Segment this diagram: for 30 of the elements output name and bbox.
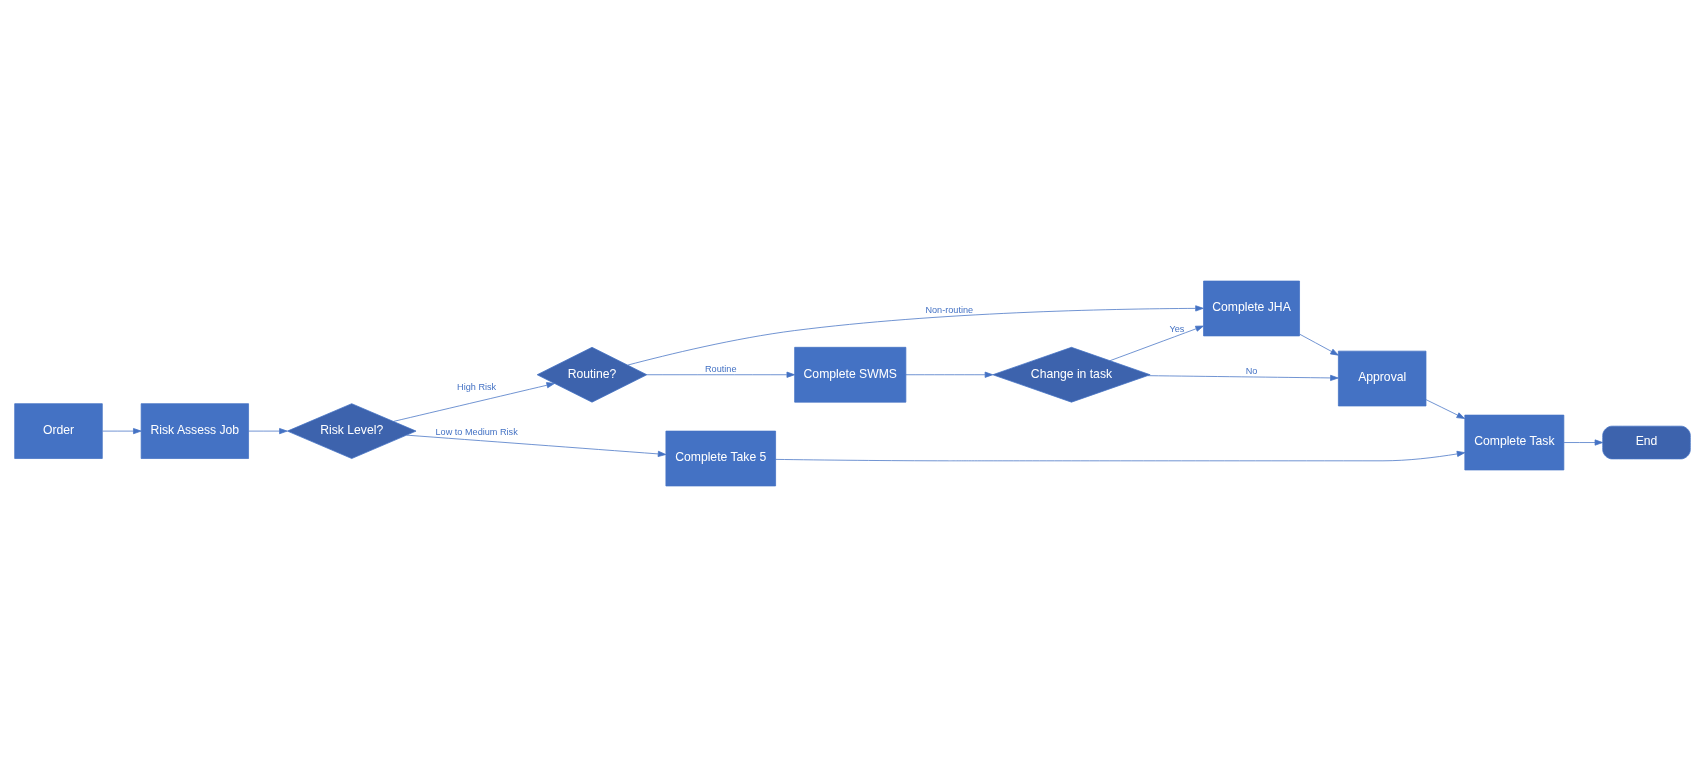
node-box: Approval bbox=[1338, 350, 1427, 406]
arrow bbox=[775, 450, 1466, 461]
node-diamond: Risk Level? bbox=[287, 402, 417, 459]
arrow bbox=[646, 371, 795, 378]
node-box: Complete SWMS bbox=[794, 346, 907, 403]
node-box: Complete Task bbox=[1464, 414, 1565, 470]
arrow bbox=[102, 427, 142, 434]
edge-label: High Risk bbox=[457, 381, 497, 392]
edge-label: Low to Medium Risk bbox=[435, 426, 518, 437]
arrow bbox=[905, 371, 994, 378]
arrow bbox=[406, 434, 667, 457]
arrow bbox=[1109, 325, 1204, 361]
node-diamond: Change in task bbox=[992, 346, 1151, 403]
edge-label: Non-routine bbox=[925, 304, 974, 315]
node-box: Complete Take 5 bbox=[665, 430, 776, 486]
edge-label: Yes bbox=[1169, 323, 1185, 334]
arrow bbox=[1147, 374, 1339, 381]
arrow bbox=[1563, 439, 1604, 446]
node-box: Risk Assess Job bbox=[140, 402, 249, 459]
arrow bbox=[1425, 398, 1465, 419]
arrow bbox=[248, 427, 288, 434]
edge-label: Routine bbox=[705, 363, 737, 374]
arrow bbox=[627, 304, 1204, 365]
arrow bbox=[393, 381, 555, 422]
node-box: Complete JHA bbox=[1203, 280, 1300, 336]
node-box: End bbox=[1602, 425, 1691, 459]
node-diamond: Routine? bbox=[536, 346, 648, 403]
node-box: Order bbox=[14, 402, 103, 459]
edge-label: No bbox=[1245, 365, 1258, 376]
arrow bbox=[1299, 333, 1339, 356]
